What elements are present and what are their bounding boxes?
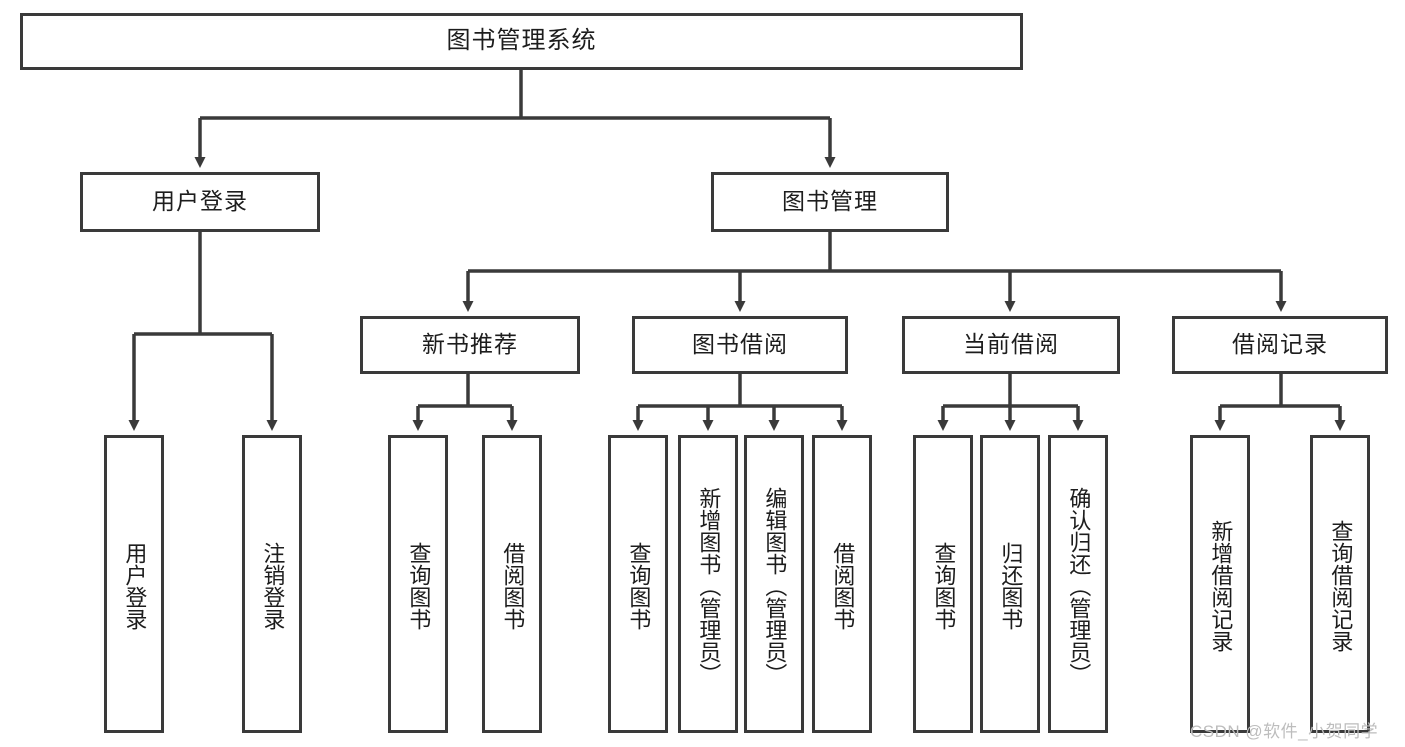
node-book-manage[interactable]: 图书管理	[711, 172, 949, 232]
node-leaf-user-logout[interactable]: 注销登录	[242, 435, 302, 733]
node-user-login[interactable]: 用户登录	[80, 172, 320, 232]
node-leaf-confirm-return[interactable]: 确认归还（管理员）	[1048, 435, 1108, 733]
node-leaf-edit-book[interactable]: 编辑图书（管理员）	[744, 435, 804, 733]
node-current-borrow[interactable]: 当前借阅	[902, 316, 1120, 374]
node-borrow-record[interactable]: 借阅记录	[1172, 316, 1388, 374]
node-book-borrow[interactable]: 图书借阅	[632, 316, 848, 374]
node-new-book-recommend[interactable]: 新书推荐	[360, 316, 580, 374]
node-leaf-query-book-2-label: 查询图书	[626, 542, 652, 630]
node-leaf-return-book-label: 归还图书	[998, 542, 1024, 630]
node-new-book-recommend-label: 新书推荐	[422, 331, 518, 358]
node-leaf-add-record-label: 新增借阅记录	[1208, 520, 1234, 652]
node-leaf-borrow-book-2[interactable]: 借阅图书	[812, 435, 872, 733]
node-book-borrow-label: 图书借阅	[692, 331, 788, 358]
node-leaf-add-book-label: 新增图书（管理员）	[696, 487, 722, 685]
node-root-label: 图书管理系统	[446, 27, 597, 55]
node-leaf-confirm-return-label: 确认归还（管理员）	[1066, 487, 1092, 685]
node-user-login-label: 用户登录	[152, 188, 248, 215]
node-leaf-query-book-3[interactable]: 查询图书	[913, 435, 973, 733]
node-leaf-edit-book-label: 编辑图书（管理员）	[762, 487, 788, 685]
node-leaf-user-login[interactable]: 用户登录	[104, 435, 164, 733]
node-leaf-borrow-book-1-label: 借阅图书	[500, 542, 526, 630]
csdn-watermark: CSDN @软件_小贺同学	[1190, 722, 1379, 741]
node-leaf-query-book-1-label: 查询图书	[406, 542, 432, 630]
node-borrow-record-label: 借阅记录	[1232, 331, 1328, 358]
node-root-system[interactable]: 图书管理系统	[20, 13, 1023, 70]
node-leaf-query-book-2[interactable]: 查询图书	[608, 435, 668, 733]
node-leaf-add-book[interactable]: 新增图书（管理员）	[678, 435, 738, 733]
node-book-manage-label: 图书管理	[782, 188, 878, 215]
node-current-borrow-label: 当前借阅	[963, 331, 1059, 358]
node-leaf-borrow-book-2-label: 借阅图书	[830, 542, 856, 630]
node-leaf-add-record[interactable]: 新增借阅记录	[1190, 435, 1250, 733]
node-leaf-query-record-label: 查询借阅记录	[1328, 520, 1354, 652]
node-leaf-return-book[interactable]: 归还图书	[980, 435, 1040, 733]
node-leaf-query-book-1[interactable]: 查询图书	[388, 435, 448, 733]
node-leaf-user-login-label: 用户登录	[122, 542, 148, 630]
node-leaf-borrow-book-1[interactable]: 借阅图书	[482, 435, 542, 733]
node-leaf-query-record[interactable]: 查询借阅记录	[1310, 435, 1370, 733]
node-leaf-query-book-3-label: 查询图书	[931, 542, 957, 630]
node-leaf-user-logout-label: 注销登录	[260, 542, 286, 630]
